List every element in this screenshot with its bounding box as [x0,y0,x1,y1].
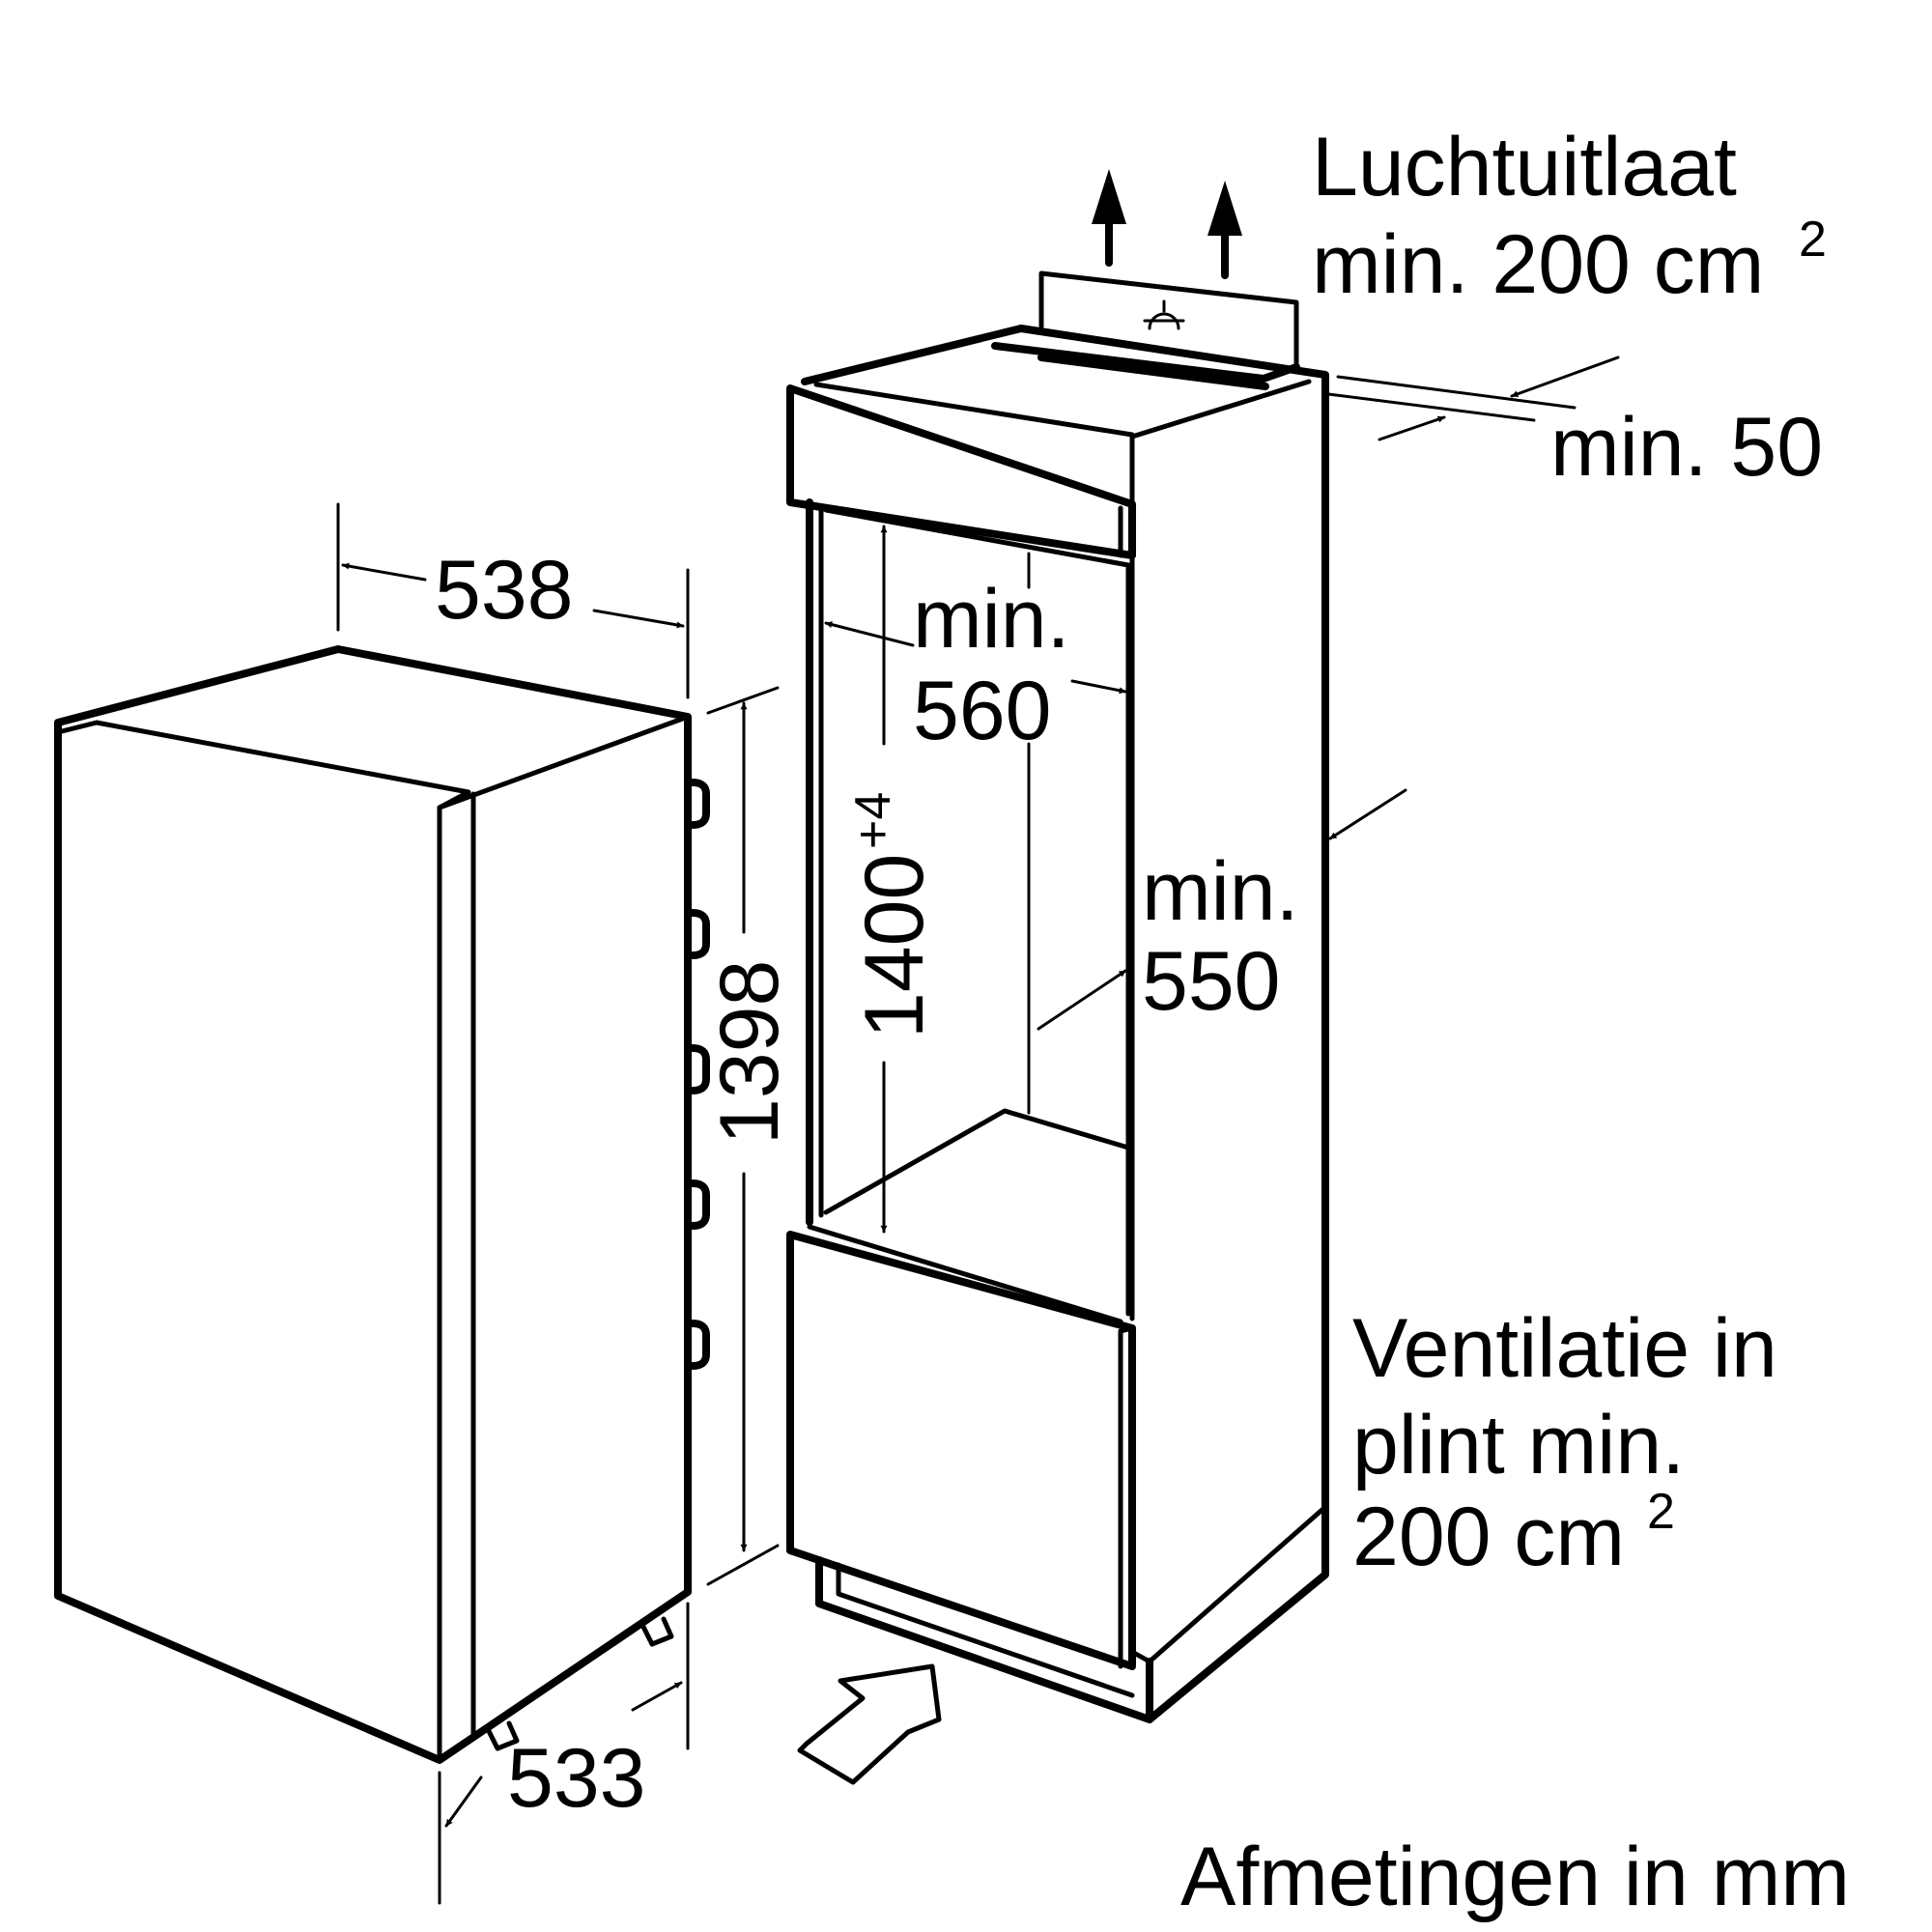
airflow-up-arrows [1092,169,1242,279]
dimension-niche-depth: min. 550 [1037,788,1407,1031]
air-outlet-title: Luchtuitlaat [1312,121,1737,213]
units-footer: Afmetingen in mm [1180,1831,1850,1923]
dimension-height: 1398 [703,686,796,1586]
niche-cabinet [786,325,1329,1723]
height-label: 1398 [703,960,796,1145]
appliance-feet [485,1616,674,1751]
width-label: 538 [435,544,574,637]
ventilation-line-2: plint min. [1352,1399,1685,1492]
ventilation-area-exponent: 2 [1647,1484,1675,1540]
niche-width-min-label: min. [913,573,1069,666]
dimension-width: 538 [336,502,690,699]
niche-depth-min-label: min. [1142,845,1298,938]
air-outlet-text: Luchtuitlaat min. 200 cm 2 min. 50 [1312,121,1827,494]
air-outlet-area-exponent: 2 [1799,212,1827,268]
dimension-niche-width: min. 560 [824,573,1127,757]
dimension-niche-height: 1400 +4 [845,525,941,1234]
niche-height-label: 1400 [848,854,941,1038]
ventilation-text: Ventilatie in plint min. 200 cm 2 [1352,1302,1777,1583]
depth-label: 533 [507,1732,646,1825]
air-outlet-gap: min. 50 [1550,401,1823,494]
ventilation-line-1: Ventilatie in [1352,1302,1777,1395]
door-hinges [689,779,710,1370]
niche-width-value-label: 560 [913,665,1052,757]
air-outlet-grille [991,270,1300,390]
niche-height-tolerance-label: +4 [845,792,901,849]
niche-depth-value-label: 550 [1142,935,1281,1028]
air-outlet-area: min. 200 cm [1312,218,1764,311]
air-inlet-arrow [797,1663,942,1785]
dimension-gap-top [1326,355,1620,441]
ventilation-area: 200 cm [1352,1491,1625,1583]
dimension-depth: 533 [438,1602,690,1905]
appliance-body [54,645,692,1764]
